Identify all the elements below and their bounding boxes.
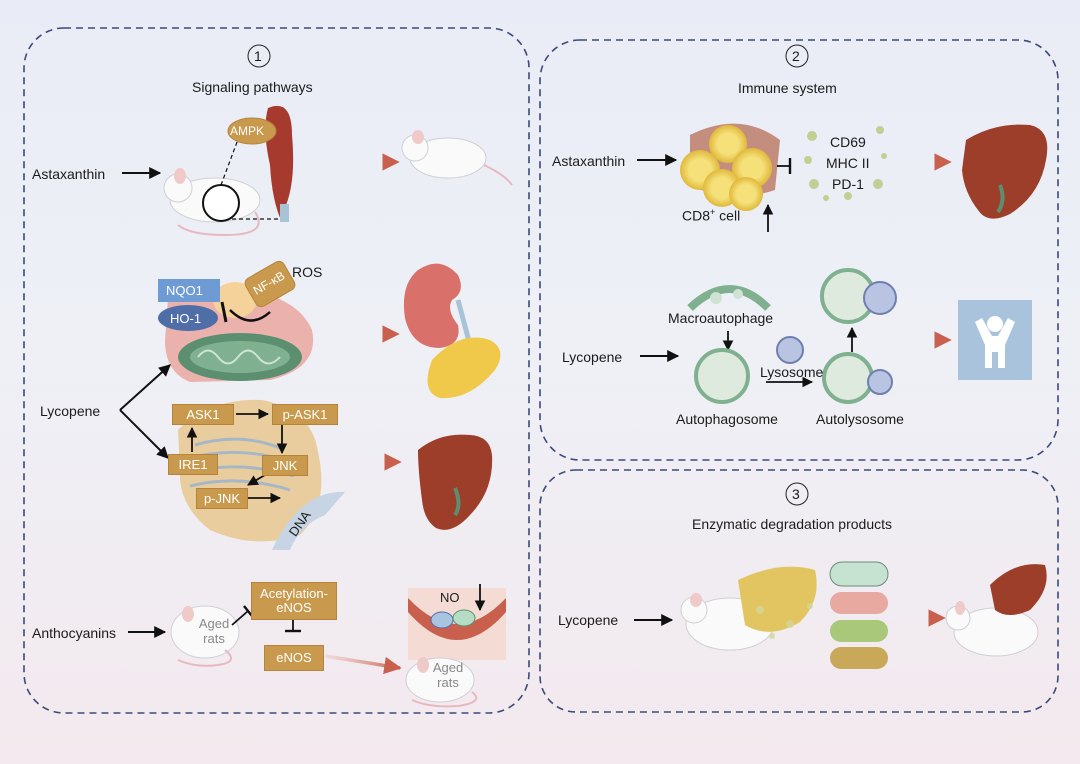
box-jnk: JNK — [262, 455, 308, 476]
label-no: NO — [440, 590, 460, 605]
box-acetylation-enos: Acetylation-eNOS — [251, 582, 337, 620]
panel-2-number-circle — [785, 44, 809, 68]
panel-1-number: 1 — [254, 48, 262, 64]
label-marker-pd-1: PD-1 — [832, 176, 864, 192]
mouse-4-illustration — [945, 601, 1039, 657]
label-aged-rats-2: Aged rats — [432, 660, 464, 690]
mouse-1-illustration — [163, 168, 261, 237]
panel-2-border — [539, 39, 1059, 461]
label-ho1: HO-1 — [170, 311, 202, 326]
blood-vessel-illustration — [408, 584, 506, 660]
label-marker-cd69: CD69 — [830, 134, 866, 150]
liver-illustration-1 — [418, 434, 493, 530]
panel-1-title: Signaling pathways — [192, 79, 313, 95]
liver-illustration-3 — [990, 564, 1047, 615]
box-ire1: IRE1 — [168, 454, 218, 475]
label-anthocyanins: Anthocyanins — [32, 625, 117, 641]
arrow-red-enos — [324, 654, 402, 675]
panel-2-title: Immune system — [738, 80, 837, 96]
cd8-cells-illustration — [680, 123, 780, 211]
panel-3-number: 3 — [792, 486, 800, 502]
inhibit-aged-acetylation — [231, 610, 249, 626]
box-p-ask1: p-ASK1 — [272, 404, 338, 425]
ho1-ellipse — [158, 305, 218, 331]
autophagosome-illustration — [694, 348, 750, 404]
product-pill-2 — [830, 592, 888, 614]
label-astaxanthin-1: Astaxanthin — [32, 166, 106, 182]
nfkb-box — [244, 260, 296, 308]
inhibition-ros — [229, 309, 271, 322]
panel-1-border — [23, 27, 530, 714]
ampk-badge — [227, 117, 277, 145]
label-ros: ROS — [292, 264, 323, 280]
aged-rat-1-illustration — [170, 605, 240, 667]
label-marker-mhc-ii: MHC II — [826, 155, 870, 171]
panel-2-number: 2 — [792, 48, 800, 64]
label-cd8-cell: CD8+ cell — [682, 207, 741, 224]
person-icon — [958, 300, 1032, 380]
panel-3-title: Enzymatic degradation products — [692, 516, 892, 532]
label-aged-rats-1: Aged rats — [198, 616, 230, 646]
liver-illustration-2 — [962, 124, 1048, 219]
label-autolysosome: Autolysosome — [816, 411, 904, 427]
label-lysosome: Lysosome — [760, 364, 824, 380]
kidney-illustration — [403, 263, 461, 348]
panel-3-number-circle — [785, 482, 809, 506]
panel-3-border — [539, 469, 1059, 713]
box-p-jnk: p-JNK — [196, 488, 248, 509]
pancreas-illustration — [427, 337, 501, 399]
panel-1-number-circle — [247, 44, 271, 68]
autolysosome-illustration — [822, 352, 874, 404]
label-autophagosome: Autophagosome — [676, 411, 778, 427]
nqo1-box — [158, 279, 220, 302]
label-lycopene-2: Lycopene — [562, 349, 623, 365]
product-pill-4 — [830, 647, 888, 669]
marker-dots — [804, 126, 887, 201]
label-astaxanthin-2: Astaxanthin — [552, 153, 626, 169]
product-pill-3 — [830, 620, 888, 642]
mouse-2-illustration — [401, 130, 513, 186]
label-lycopene-1: Lycopene — [40, 403, 101, 419]
box-enos: eNOS — [264, 645, 324, 671]
product-pill-1 — [829, 561, 889, 587]
box-ask1: ASK1 — [172, 404, 234, 425]
label-macroautophage: Macroautophage — [668, 310, 774, 326]
label-lycopene-3: Lycopene — [558, 612, 619, 628]
phagophore — [687, 285, 771, 311]
label-ampk: AMPK — [230, 124, 265, 138]
dna-illustration — [272, 491, 345, 550]
aged-rat-2-illustration — [405, 657, 478, 708]
fatty-liver-illustration — [738, 566, 817, 632]
label-nqo1: NQO1 — [166, 283, 203, 298]
